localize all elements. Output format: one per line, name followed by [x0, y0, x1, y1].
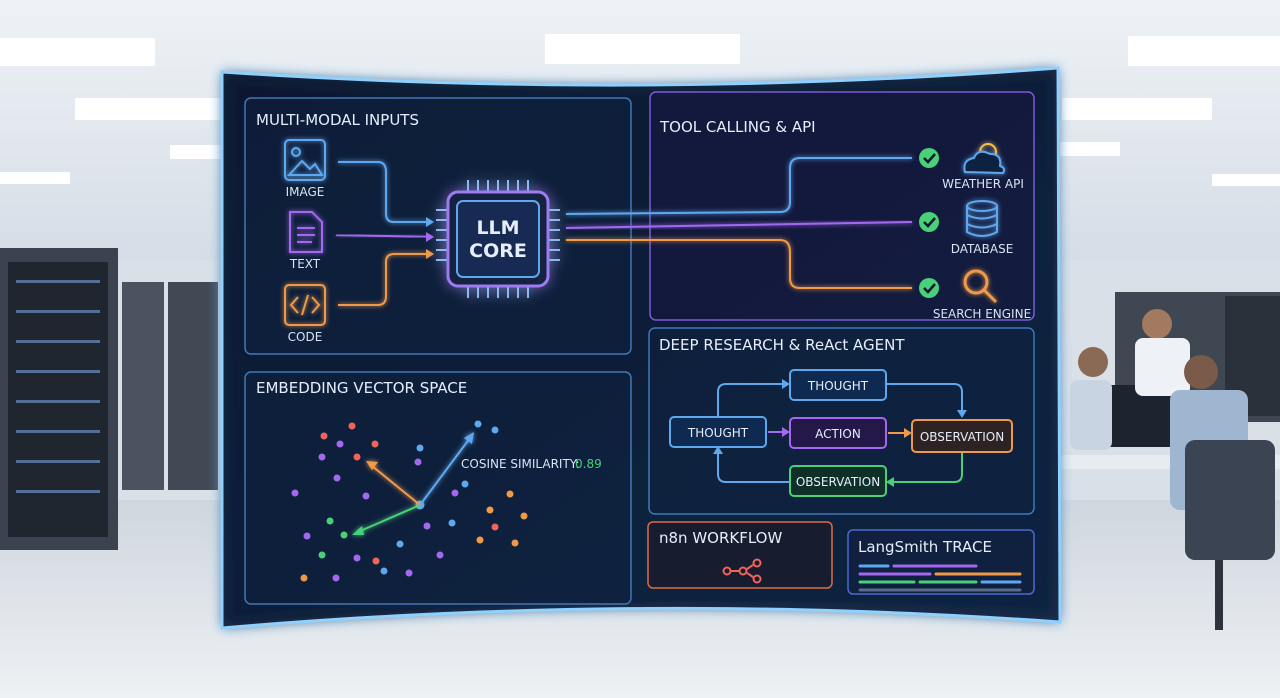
thought-left-label: THOUGHT	[687, 426, 749, 440]
text-connector	[335, 234, 433, 238]
workflow-panel[interactable]	[647, 521, 833, 589]
database-connector	[565, 221, 913, 229]
workflow-icon	[722, 558, 762, 584]
check-icon	[919, 148, 939, 168]
vector-arrows	[352, 432, 474, 535]
tool-calling-panel	[649, 91, 1035, 321]
observation-bottom-label: OBSERVATION	[796, 475, 880, 489]
image-label: IMAGE	[286, 185, 325, 199]
weather-api-label: WEATHER API	[942, 177, 1024, 191]
arrow-head	[713, 446, 723, 454]
arrow-head	[426, 232, 434, 242]
embedding-points	[291, 420, 528, 582]
arrow-head	[886, 477, 894, 487]
llm-core-chip[interactable]	[436, 180, 560, 298]
cosine-similarity-value: 0.89	[575, 457, 602, 471]
check-icon	[919, 212, 939, 232]
arrow-head	[782, 379, 790, 389]
core-label-line1: LLM	[476, 217, 519, 239]
server-racks-left	[0, 248, 218, 550]
code-icon[interactable]	[284, 284, 326, 326]
embedding-panel	[244, 371, 632, 605]
arrow-head	[957, 410, 967, 418]
text-label: TEXT	[289, 257, 321, 271]
inputs-title: MULTI-MODAL INPUTS	[256, 111, 419, 129]
image-icon[interactable]	[284, 139, 326, 181]
arrow-head	[426, 217, 434, 227]
search-icon[interactable]	[963, 269, 998, 304]
thought-node-left[interactable]: THOUGHT	[669, 416, 767, 448]
ceiling-lights	[0, 34, 1280, 186]
image-connector	[338, 161, 432, 223]
action-label: ACTION	[815, 427, 861, 441]
tools-title: TOOL CALLING & API	[659, 118, 816, 136]
cosine-similarity-label: COSINE SIMILARITY:	[461, 457, 580, 471]
loop-connector	[890, 452, 963, 483]
weather-connector	[565, 157, 912, 215]
cloud-sun-icon[interactable]	[963, 143, 1005, 175]
arrow-head	[426, 249, 434, 259]
code-connector	[338, 253, 432, 306]
document-icon[interactable]	[289, 211, 323, 253]
code-label: CODE	[288, 330, 323, 344]
loop-connector	[717, 383, 788, 418]
loop-connector	[868, 383, 963, 414]
observation-node-right[interactable]: OBSERVATION	[911, 419, 1013, 453]
agent-title: DEEP RESEARCH & ReAct AGENT	[659, 336, 905, 354]
multimodal-inputs-panel	[244, 97, 632, 355]
arrow-head	[782, 427, 790, 437]
action-node[interactable]: ACTION	[789, 417, 887, 449]
check-icon	[919, 278, 939, 298]
observation-right-label: OBSERVATION	[920, 430, 1004, 444]
embedding-title: EMBEDDING VECTOR SPACE	[256, 379, 467, 397]
database-label: DATABASE	[951, 242, 1014, 256]
arrow-head	[904, 428, 912, 438]
thought-node-top[interactable]: THOUGHT	[789, 369, 887, 401]
core-label-line2: CORE	[469, 240, 527, 262]
observation-node-bottom[interactable]: OBSERVATION	[789, 465, 887, 497]
trace-bars	[858, 564, 1022, 592]
search-connector	[566, 239, 912, 289]
office-workers	[1060, 309, 1280, 630]
database-icon[interactable]	[966, 200, 998, 237]
trace-panel[interactable]	[847, 529, 1035, 595]
loop-connector	[717, 450, 790, 483]
trace-title: LangSmith TRACE	[858, 538, 992, 556]
workflow-title: n8n WORKFLOW	[659, 529, 782, 547]
search-engine-label: SEARCH ENGINE	[933, 307, 1031, 321]
thought-top-label: THOUGHT	[807, 379, 869, 393]
